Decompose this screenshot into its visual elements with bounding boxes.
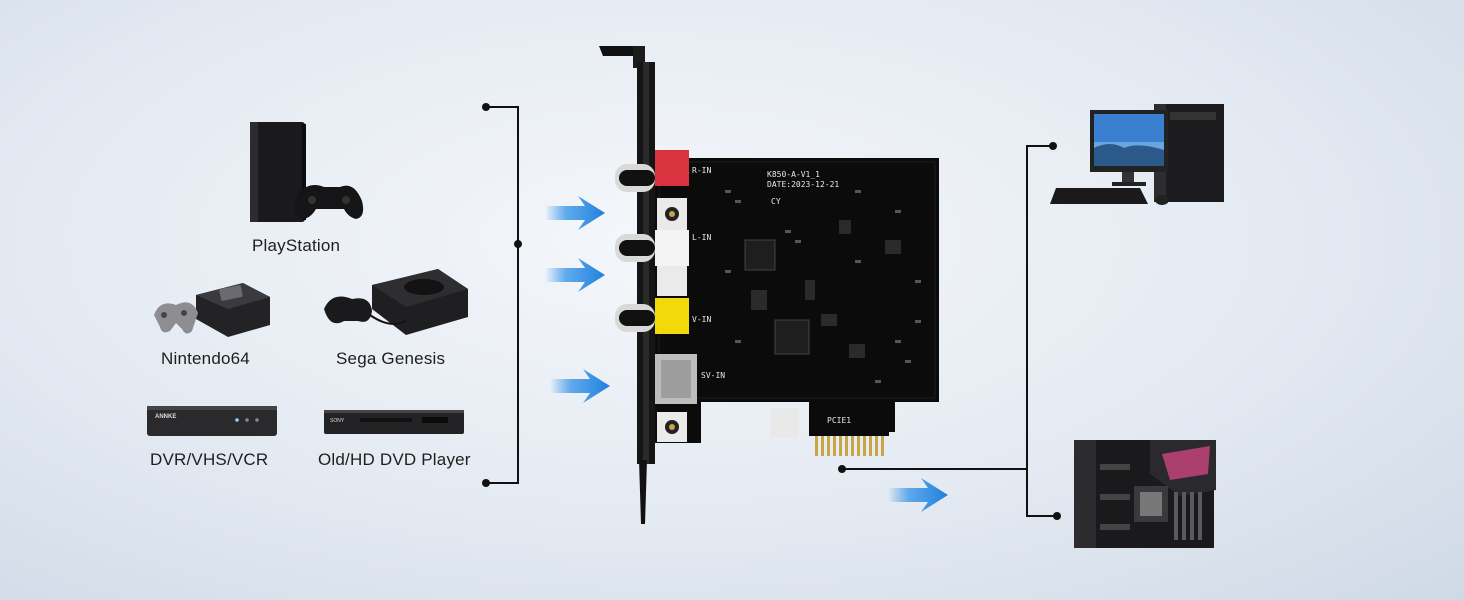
- playstation-icon: [250, 122, 364, 222]
- desktop-pc-icon: [1050, 104, 1224, 205]
- line-node: [514, 240, 522, 248]
- dvd-player-label: Old/HD DVD Player: [318, 450, 471, 469]
- svg-text:SV-IN: SV-IN: [701, 371, 725, 380]
- output-arrow-icon: [888, 478, 948, 512]
- svg-text:PCIE1: PCIE1: [827, 416, 851, 425]
- svg-text:CY: CY: [771, 197, 781, 206]
- sega-genesis-icon: [324, 269, 468, 335]
- nintendo64-label: Nintendo64: [161, 349, 250, 368]
- svg-text:K850-A-V1_1: K850-A-V1_1: [767, 170, 820, 179]
- line-node: [838, 465, 846, 473]
- input-arrow-icon: [545, 258, 605, 292]
- dvr-icon: ANNKE: [147, 406, 277, 436]
- line-node: [482, 103, 490, 111]
- svg-text:ANNKE: ANNKE: [155, 414, 176, 420]
- white-jack: [655, 230, 689, 266]
- svg-text:L-IN: L-IN: [692, 233, 711, 242]
- dvd-player-icon: SONY: [324, 410, 464, 434]
- line-node: [1053, 512, 1061, 520]
- output-bracket-line: [1026, 145, 1057, 517]
- red-jack: [655, 150, 689, 186]
- line-node: [1049, 142, 1057, 150]
- svg-text:SONY: SONY: [330, 418, 345, 424]
- playstation-label: PlayStation: [252, 236, 341, 255]
- source-bracket-line: [486, 106, 519, 484]
- dvr-label: DVR/VHS/VCR: [150, 450, 269, 469]
- motherboard-icon: [1074, 440, 1216, 548]
- svg-text:DATE:2023-12-21: DATE:2023-12-21: [767, 180, 839, 189]
- input-arrow-icon: [550, 369, 610, 403]
- svg-text:V-IN: V-IN: [692, 315, 711, 324]
- line-node: [482, 479, 490, 487]
- yellow-jack: [655, 298, 689, 334]
- svg-text:R-IN: R-IN: [692, 166, 711, 175]
- input-arrow-icon: [545, 196, 605, 230]
- capture-card: K850-A-V1_1 DATE:2023-12-21 CY R-IN L-IN…: [599, 46, 939, 524]
- sega-genesis-label: Sega Genesis: [336, 349, 446, 368]
- nintendo64-icon: [154, 283, 270, 337]
